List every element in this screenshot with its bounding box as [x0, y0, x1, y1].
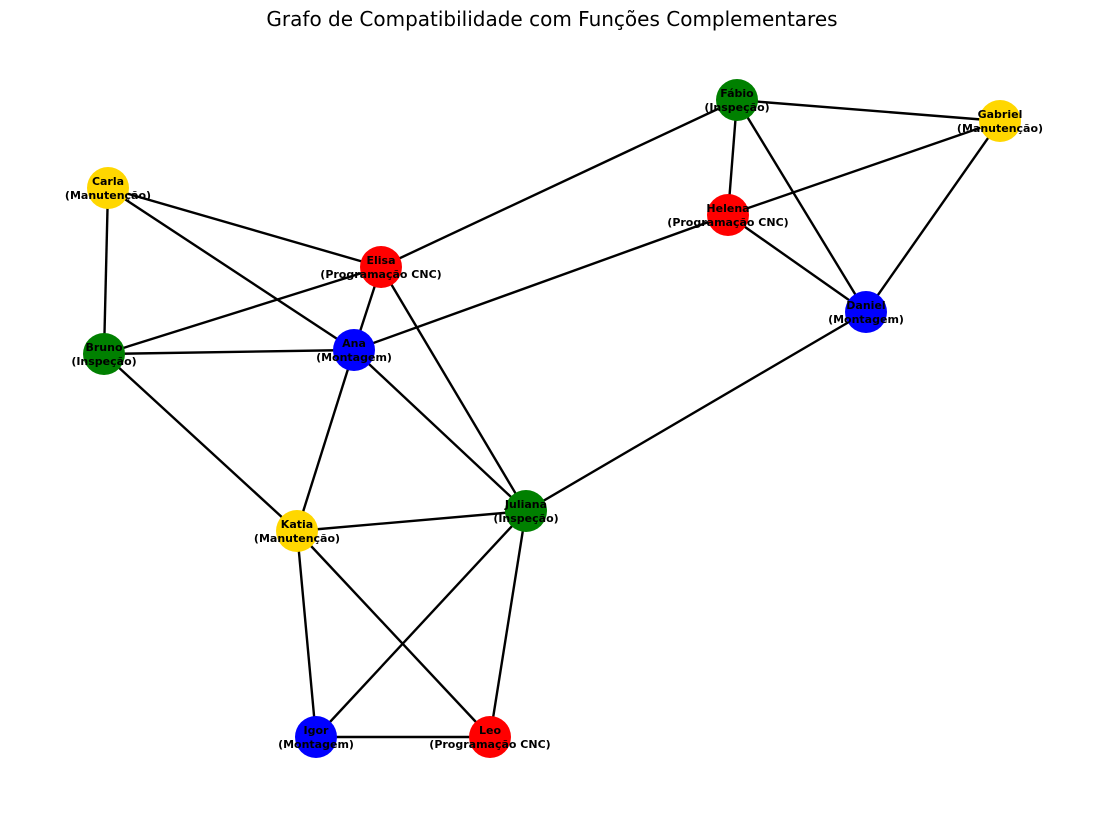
node-role-juliana: (Inspeção) — [493, 512, 558, 525]
node-label-bruno: Bruno(Inspeção) — [71, 341, 136, 368]
node-name-helena: Helena — [706, 202, 749, 215]
edge-gabriel-daniel — [865, 120, 1001, 313]
node-label-daniel: Daniel(Montagem) — [828, 299, 904, 326]
node-name-carla: Carla — [92, 175, 124, 188]
edge-helena-ana — [353, 213, 729, 352]
node-daniel: Daniel(Montagem) — [828, 291, 904, 333]
edge-elisa-bruno — [103, 265, 382, 356]
node-name-daniel: Daniel — [846, 299, 885, 312]
edge-carla-bruno — [102, 187, 110, 355]
node-name-elisa: Elisa — [366, 254, 395, 267]
node-leo: Leo(Programação CNC) — [429, 716, 551, 758]
node-name-fabio: Fábio — [720, 87, 754, 100]
edge-gabriel-helena — [727, 119, 1001, 217]
edge-katia-juliana — [296, 509, 527, 533]
edge-bruno-ana — [103, 348, 355, 356]
edge-katia-igor — [295, 530, 318, 738]
node-label-katia: Katia(Manutenção) — [254, 518, 340, 545]
node-elisa: Elisa(Programação CNC) — [320, 246, 442, 288]
node-circle-leo — [469, 716, 511, 758]
node-label-fabio: Fábio(Inspeção) — [704, 87, 769, 114]
node-name-gabriel: Gabriel — [978, 108, 1023, 121]
node-helena: Helena(Programação CNC) — [667, 194, 789, 236]
node-fabio: Fábio(Inspeção) — [704, 79, 770, 121]
node-role-katia: (Manutenção) — [254, 532, 340, 545]
edge-bruno-katia — [103, 353, 298, 532]
edge-fabio-elisa — [380, 98, 738, 269]
node-name-leo: Leo — [479, 724, 501, 737]
node-circle-elisa — [360, 246, 402, 288]
node-role-ana: (Montagem) — [316, 351, 392, 364]
edge-elisa-juliana — [379, 266, 528, 512]
node-name-juliana: Juliana — [504, 498, 547, 511]
node-role-helena: (Programação CNC) — [667, 216, 788, 229]
edge-juliana-igor — [315, 510, 527, 738]
node-circle-juliana — [505, 490, 547, 532]
node-name-katia: Katia — [281, 518, 313, 531]
edge-juliana-leo — [488, 510, 528, 738]
node-name-bruno: Bruno — [85, 341, 122, 354]
node-label-igor: Igor(Montagem) — [278, 724, 354, 751]
node-role-fabio: (Inspeção) — [704, 101, 769, 114]
node-label-helena: Helena(Programação CNC) — [667, 202, 788, 229]
edge-ana-katia — [295, 349, 356, 532]
node-circle-ana — [333, 329, 375, 371]
node-gabriel: Gabriel(Manutenção) — [957, 100, 1043, 142]
node-role-elisa: (Programação CNC) — [320, 268, 441, 281]
edge-ana-juliana — [353, 349, 527, 512]
node-label-gabriel: Gabriel(Manutenção) — [957, 108, 1043, 135]
node-bruno: Bruno(Inspeção) — [71, 333, 137, 375]
node-label-juliana: Juliana(Inspeção) — [493, 498, 558, 525]
edge-fabio-gabriel — [736, 98, 1001, 123]
node-circle-carla — [87, 167, 129, 209]
node-circle-fabio — [716, 79, 758, 121]
edge-katia-leo — [296, 530, 491, 738]
node-role-leo: (Programação CNC) — [429, 738, 550, 751]
node-katia: Katia(Manutenção) — [254, 510, 340, 552]
node-name-ana: Ana — [342, 337, 366, 350]
edge-carla-elisa — [107, 186, 382, 269]
node-label-leo: Leo(Programação CNC) — [429, 724, 550, 751]
edges-layer — [102, 98, 1001, 739]
node-role-igor: (Montagem) — [278, 738, 354, 751]
node-role-bruno: (Inspeção) — [71, 355, 136, 368]
edge-helena-daniel — [727, 214, 867, 313]
node-name-igor: Igor — [304, 724, 330, 737]
node-circle-bruno — [83, 333, 125, 375]
node-circle-helena — [707, 194, 749, 236]
edge-daniel-juliana — [525, 310, 867, 513]
node-role-daniel: (Montagem) — [828, 313, 904, 326]
graph-title: Grafo de Compatibilidade com Funções Com… — [266, 7, 837, 31]
node-label-carla: Carla(Manutenção) — [65, 175, 151, 202]
node-circle-gabriel — [979, 100, 1021, 142]
node-role-carla: (Manutenção) — [65, 189, 151, 202]
edge-carla-ana — [107, 186, 355, 352]
node-circle-igor — [295, 716, 337, 758]
node-carla: Carla(Manutenção) — [65, 167, 151, 209]
node-juliana: Juliana(Inspeção) — [493, 490, 559, 532]
node-label-ana: Ana(Montagem) — [316, 337, 392, 364]
node-circle-katia — [276, 510, 318, 552]
node-role-gabriel: (Manutenção) — [957, 122, 1043, 135]
node-ana: Ana(Montagem) — [316, 329, 392, 371]
nodes-layer: Ana(Montagem)Bruno(Inspeção)Carla(Manute… — [65, 79, 1043, 758]
edge-fabio-daniel — [735, 99, 868, 313]
node-label-elisa: Elisa(Programação CNC) — [320, 254, 441, 281]
node-igor: Igor(Montagem) — [278, 716, 354, 758]
node-circle-daniel — [845, 291, 887, 333]
